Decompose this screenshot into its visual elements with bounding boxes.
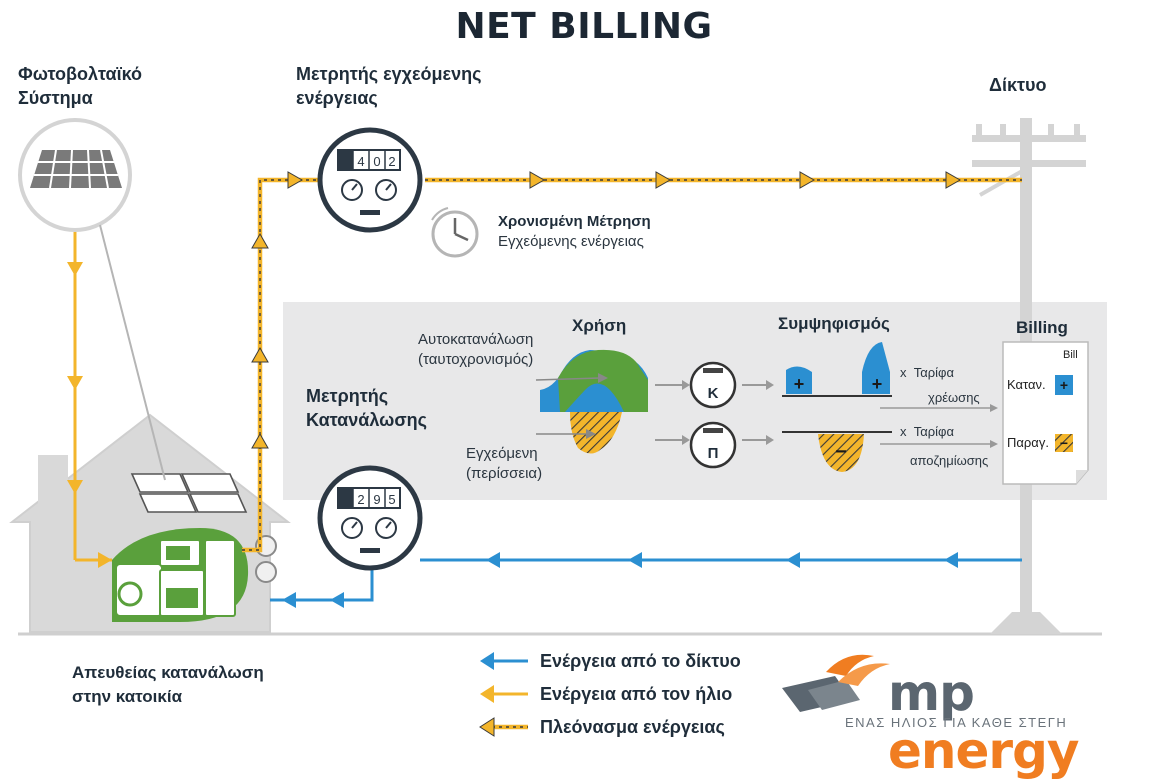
export-meter-digit-3: 2 [388, 154, 395, 169]
usage-title: Χρήση [572, 316, 627, 335]
consumption-meter-icon [317, 465, 423, 571]
legend-surplus-label: Πλεόνασμα ενέργειας [540, 717, 725, 737]
billing-panel-background [283, 302, 1107, 500]
p-meter-icon [689, 421, 737, 469]
timed-metering-title: Χρονισμένη Μέτρηση [498, 213, 651, 230]
direct-consumption-label-line1: Απευθείας κατανάλωση [72, 663, 264, 682]
offset-title: Συμψηφισμός [778, 314, 890, 333]
bill-plus: + [1060, 377, 1068, 393]
bill-document-icon [1002, 341, 1089, 485]
charge-x: x [900, 365, 907, 380]
self-consumption-label-line1: Αυτοκατανάλωση [418, 331, 534, 348]
sun-energy-flow [67, 232, 112, 568]
timed-metering-label: Χρονισμένη Μέτρηση Εγχεόμενης ενέργειας [498, 212, 651, 252]
compensation-tariff: Ταρίφα [913, 424, 954, 439]
k-meter-label: Κ [708, 385, 719, 402]
net-billing-diagram: 4 0 2 2 9 5 [9, 118, 1107, 737]
export-meter-icon [317, 127, 423, 233]
tariff-arrows [880, 404, 998, 448]
offset-minus: − [835, 441, 847, 463]
legend-sun-arrow-icon [480, 685, 528, 703]
direct-consumption-label-line2: στην κατοικία [72, 687, 183, 706]
injected-label: Εγχεόμενη (περίσσεια) [466, 444, 542, 484]
self-consumption-label: Αυτοκατανάλωση (ταυτοχρονισμός) [418, 330, 533, 370]
bill-word: Bill [1063, 349, 1078, 361]
usage-arrows [655, 380, 690, 445]
export-meter-label-line2: ενέργειας [296, 88, 378, 108]
bill-minus: − [1060, 435, 1068, 451]
kp-to-offset-arrows [742, 380, 774, 445]
panel-to-roof-line [99, 224, 166, 481]
billing-title: Billing [1016, 318, 1068, 337]
charge-tariff: Ταρίφα [913, 365, 954, 380]
charge-tariff-label: x Ταρίφα [900, 365, 954, 380]
roof-solar-panels-icon [130, 473, 248, 513]
usage-chart-icon [535, 349, 648, 454]
mp-energy-logo-icon [782, 654, 890, 712]
consumption-meter-label: Μετρητής Κατανάλωσης [306, 384, 427, 432]
export-meter-label: Μετρητής εγχεόμενης ενέργειας [296, 62, 481, 110]
grid-label: Δίκτυο [989, 75, 1047, 95]
brand-name-part1: mp [888, 664, 975, 722]
p-meter-label: Π [708, 445, 719, 462]
consumption-meter-label-line1: Μετρητής [306, 386, 389, 406]
brand-name-part2: energy [888, 722, 1079, 780]
solar-panel-icon [18, 118, 132, 232]
blank-white-box [533, 588, 755, 626]
consumption-meter-digit-1: 2 [357, 492, 364, 507]
injected-label-line1: Εγχεόμενη [466, 445, 538, 462]
injected-label-line2: (περίσσεια) [466, 465, 543, 482]
compensation-x: x [900, 424, 907, 439]
clock-icon [431, 207, 479, 258]
legend-sun-label: Ενέργεια από τον ήλιο [540, 684, 733, 704]
export-meter-digit-2: 0 [373, 154, 380, 169]
legend-surplus-arrow-icon [479, 717, 528, 737]
brand-tagline: ΕΝΑΣ ΗΛΙΟΣ ΓΙΑ ΚΑΘΕ ΣΤΕΓΗ [845, 715, 1068, 730]
export-meter-label-line1: Μετρητής εγχεόμενης [296, 64, 482, 84]
legend-grid-label: Ενέργεια από το δίκτυο [540, 651, 741, 671]
compensation-sub-label: αποζημίωσης [910, 453, 989, 468]
pv-system-label-line2: Σύστημα [18, 88, 93, 108]
offset-plus-left: + [794, 374, 805, 394]
bill-consumption-label: Καταν. [1007, 377, 1046, 392]
surplus-energy-flow [242, 171, 1022, 553]
consumption-meter-digit-2: 9 [373, 492, 380, 507]
charge-sub-label: χρέωσης [928, 390, 980, 405]
consumption-meter-digit-3: 5 [388, 492, 395, 507]
compensation-tariff-label: x Ταρίφα [900, 424, 954, 439]
legend-grid-arrow-icon [480, 652, 528, 670]
pv-system-label: Φωτοβολταϊκό Σύστημα [18, 62, 142, 110]
bill-production-label: Παραγ. [1007, 435, 1049, 450]
offset-chart-icon [782, 342, 892, 472]
pv-system-label-line1: Φωτοβολταϊκό [18, 64, 143, 84]
timed-metering-subtitle: Εγχεόμενης ενέργειας [498, 233, 644, 250]
self-consumption-label-line2: (ταυτοχρονισμός) [418, 351, 534, 368]
k-meter-icon [689, 361, 737, 409]
consumption-meter-label-line2: Κατανάλωσης [306, 410, 427, 430]
grid-energy-flow [270, 552, 1022, 608]
direct-consumption-label: Απευθείας κατανάλωση στην κατοικία [72, 661, 264, 709]
page-title: NET BILLING [455, 6, 713, 47]
offset-plus-right: + [872, 374, 883, 394]
export-meter-digit-1: 4 [357, 154, 364, 169]
